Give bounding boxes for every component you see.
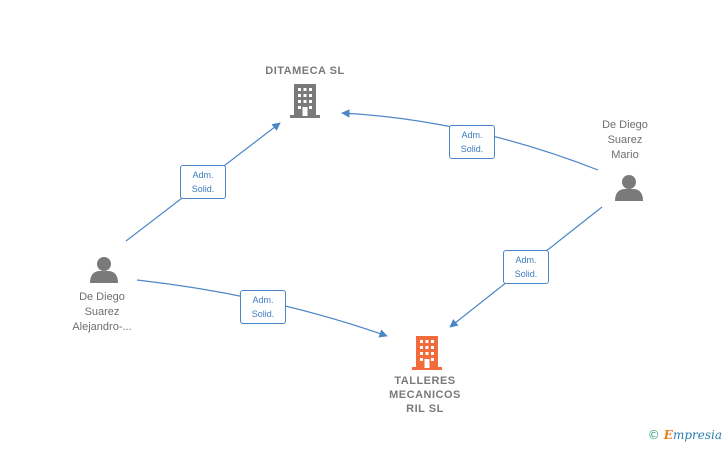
person-icon xyxy=(90,257,118,283)
edge-label: Adm. Solid. xyxy=(503,250,549,284)
building-icon xyxy=(412,336,442,370)
building-icon xyxy=(290,84,320,118)
edge-label: Adm. Solid. xyxy=(240,290,286,324)
company-label-talleres[interactable]: TALLERES MECANICOS RIL SL xyxy=(389,375,461,415)
person-label-alejandro[interactable]: De Diego Suarez Alejandro-... xyxy=(72,291,132,333)
edge-label: Adm. Solid. xyxy=(180,165,226,199)
person-icon xyxy=(615,175,643,201)
edge-label: Adm. Solid. xyxy=(449,125,495,159)
company-label-ditameca[interactable]: DITAMECA SL xyxy=(265,65,345,77)
person-label-mario[interactable]: De Diego Suarez Mario xyxy=(602,119,648,161)
brand-logo: Empresia xyxy=(663,428,722,442)
copyright-icon: © xyxy=(647,428,660,442)
empresia-watermark: ©Empresia xyxy=(648,428,722,442)
